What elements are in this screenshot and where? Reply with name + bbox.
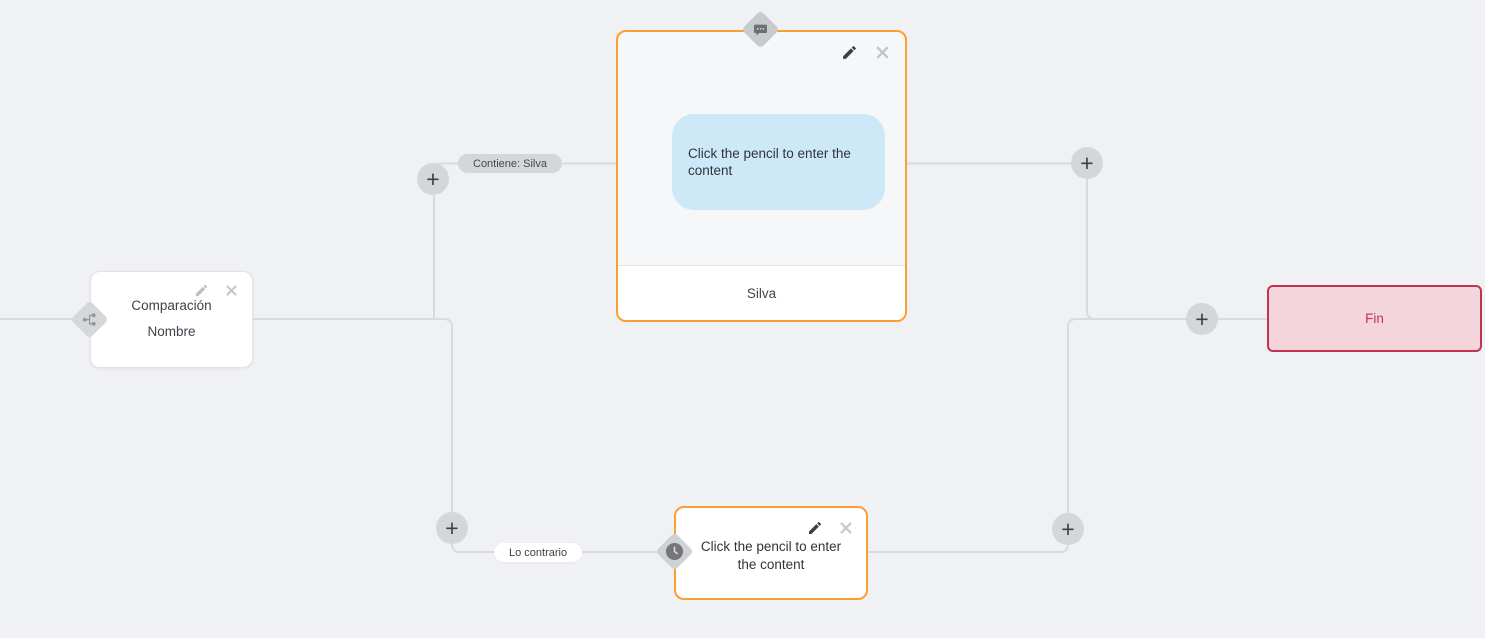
condition-node[interactable]: Comparación Nombre [90,271,253,368]
end-node[interactable]: Fin [1267,285,1482,352]
message-type-badge [741,10,780,49]
message-footer-text: Silva [746,285,777,301]
edge-condition-to-message [433,162,617,319]
edge-label-contains: Contiene: Silva [458,154,562,173]
edge-label-text: Contiene: Silva [473,157,547,170]
edge-label-text: Lo contrario [509,546,568,559]
add-node-button-top-left[interactable]: + [417,163,449,195]
condition-title: Comparación [131,298,212,313]
edit-pencil-icon[interactable] [841,44,858,61]
close-icon[interactable] [837,519,854,536]
message-footer: Silva [618,265,905,320]
edit-pencil-icon[interactable] [806,519,823,536]
add-node-button-bottom-left[interactable]: + [436,512,468,544]
chat-bubble-icon [753,22,769,38]
close-icon[interactable] [223,282,240,299]
delay-placeholder-text: Click the pencil to enter the content [700,539,842,572]
edit-pencil-icon[interactable] [193,282,210,299]
message-node[interactable]: Click the pencil to enter the content Si… [616,30,907,322]
split-branches-icon [82,312,97,327]
edge-label-otherwise: Lo contrario [494,543,583,562]
delay-node[interactable]: Click the pencil to enter the content [674,506,868,600]
end-node-label: Fin [1365,311,1384,326]
add-node-button-before-end[interactable]: + [1186,303,1218,335]
add-node-button-bottom-right[interactable]: + [1052,513,1084,545]
condition-subtitle: Nombre [147,324,196,339]
condition-type-badge [70,300,109,339]
clock-icon [665,542,684,561]
add-node-button-top-right[interactable]: + [1071,147,1103,179]
message-bubble: Click the pencil to enter the content [672,114,885,210]
close-icon[interactable] [874,44,891,61]
edge-message-to-end [907,162,1105,320]
message-bubble-text: Click the pencil to enter the content [688,145,851,178]
delay-type-badge [655,532,694,571]
